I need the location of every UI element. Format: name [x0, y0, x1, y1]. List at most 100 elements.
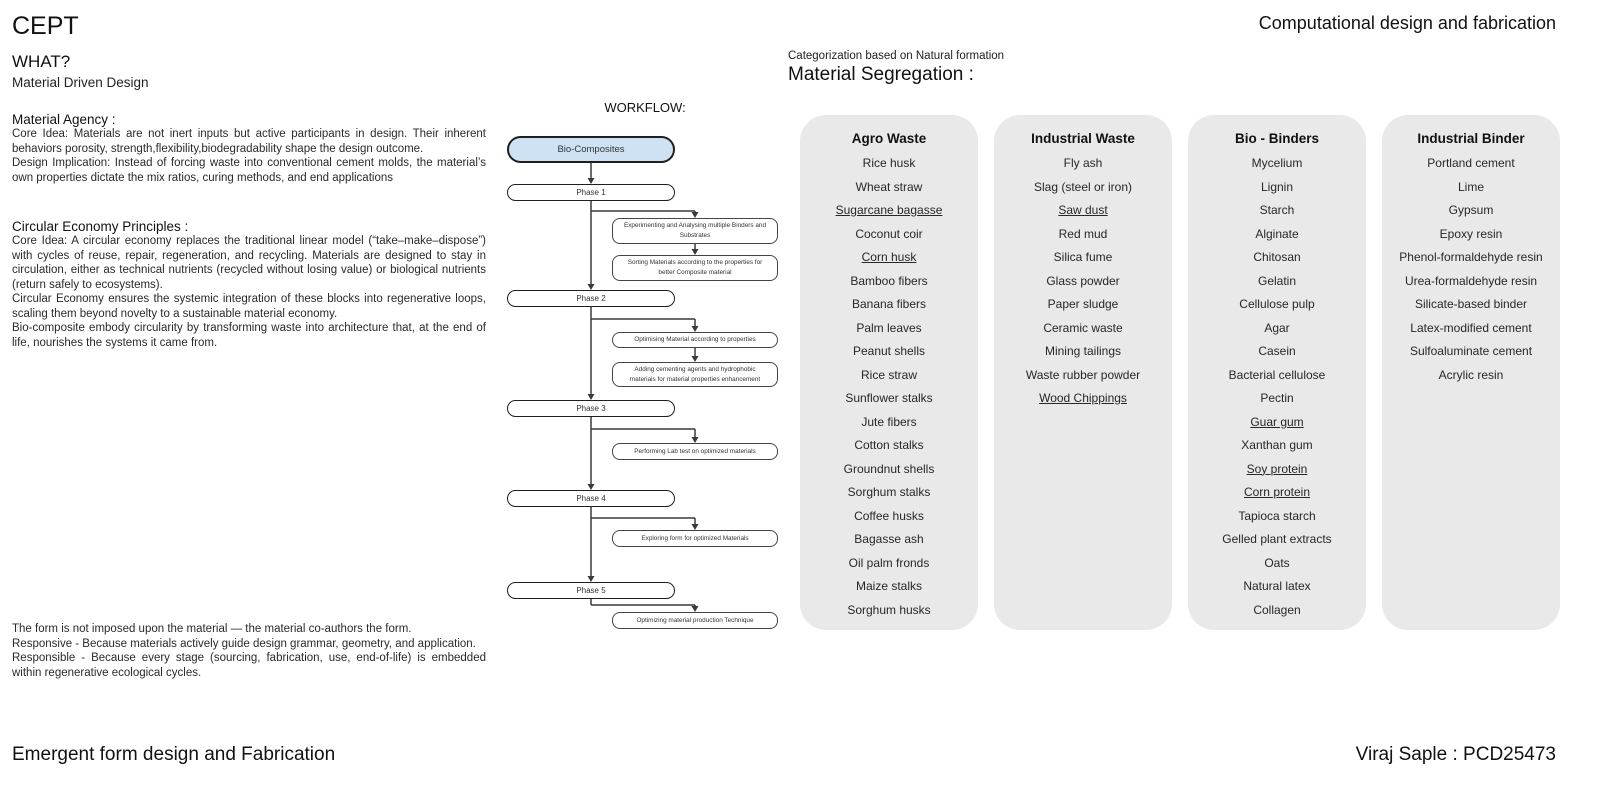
- material-item: Peanut shells: [852, 344, 926, 358]
- material-item: Bagasse ash: [854, 532, 924, 546]
- material-item: Mining tailings: [1044, 344, 1122, 358]
- material-item: Sunflower stalks: [845, 391, 933, 405]
- form-paragraph-1: The form is not imposed upon the materia…: [12, 623, 412, 635]
- panel-title: Industrial Binder: [1417, 131, 1525, 146]
- material-item: Xanthan gum: [1241, 438, 1313, 452]
- workflow-step-production-technique: Optimizing material production Technique: [612, 612, 778, 629]
- material-item: Casein: [1258, 344, 1296, 358]
- workflow-step-experimenting: Experimenting and Analysing multiple Bin…: [612, 218, 778, 244]
- material-item: Groundnut shells: [843, 461, 935, 476]
- panel-title: Industrial Waste: [1031, 131, 1135, 146]
- brand-logo-text: CEPT: [12, 12, 79, 40]
- material-item: Paper sludge: [1047, 297, 1119, 311]
- material-item: Alginate: [1255, 226, 1299, 241]
- workflow-connectors: [587, 163, 699, 612]
- material-item: Corn husk: [861, 250, 917, 264]
- material-item: Urea-formaldehyde resin: [1404, 273, 1538, 288]
- material-item: Silicate-based binder: [1414, 297, 1528, 311]
- material-item: Bamboo fibers: [850, 273, 928, 288]
- circular-economy-core-paragraph: Core Idea: A circular economy replaces t…: [12, 235, 486, 291]
- workflow-step-optimising: Optimising Material according to propert…: [612, 332, 778, 348]
- material-item: Sugarcane bagasse: [835, 203, 943, 217]
- material-agency-heading: Material Agency :: [12, 112, 116, 127]
- workflow-step-adding-agents: Adding cementing agents and hydrophobic …: [612, 362, 778, 387]
- material-item: Saw dust: [1058, 203, 1108, 217]
- material-item: Agar: [1264, 320, 1290, 335]
- workflow-step-sorting: Sorting Materials according to the prope…: [612, 255, 778, 281]
- material-item: Acrylic resin: [1438, 367, 1504, 382]
- material-item: Cellulose pulp: [1239, 297, 1315, 311]
- material-item: Wheat straw: [855, 179, 923, 194]
- segregation-heading: Material Segregation :: [788, 64, 974, 85]
- material-item: Silica fume: [1053, 250, 1113, 264]
- material-item: Oil palm fronds: [848, 555, 930, 570]
- form-paragraph-3: Responsible - Because every stage (sourc…: [12, 652, 486, 679]
- circular-economy-paragraph-2: Circular Economy ensures the systemic in…: [12, 293, 486, 320]
- material-item: Phenol-formaldehyde resin: [1399, 250, 1543, 264]
- material-item: Gelled plant extracts: [1222, 532, 1332, 546]
- material-item: Latex-modified cement: [1410, 320, 1532, 335]
- material-item: Jute fibers: [861, 414, 917, 429]
- material-item: Chitosan: [1253, 250, 1301, 264]
- workflow-node-phase-3: Phase 3: [507, 400, 675, 417]
- workflow-diagram: WORKFLOW:: [480, 100, 790, 660]
- material-item: Sorghum husks: [847, 602, 931, 617]
- subtitle: Material Driven Design: [12, 75, 149, 90]
- material-item: Starch: [1259, 203, 1295, 217]
- material-item: Lignin: [1260, 179, 1294, 194]
- material-item: Maize stalks: [855, 579, 923, 593]
- material-item: Portland cement: [1427, 156, 1515, 170]
- material-item: Tapioca starch: [1238, 508, 1316, 523]
- what-heading: WHAT?: [12, 52, 71, 71]
- workflow-step-lab-test: Performing Lab test on optimized materia…: [612, 443, 778, 460]
- course-title: Computational design and fabrication: [1258, 13, 1556, 33]
- segregation-kicker: Categorization based on Natural formatio…: [788, 50, 1005, 62]
- material-item: Glass powder: [1046, 273, 1120, 288]
- workflow-node-phase-4: Phase 4: [507, 490, 675, 507]
- material-item: Natural latex: [1243, 579, 1311, 593]
- material-item: Guar gum: [1250, 414, 1304, 429]
- material-item: Sorghum stalks: [847, 485, 931, 499]
- material-item: Corn protein: [1243, 485, 1311, 499]
- material-item: Collagen: [1253, 602, 1301, 617]
- material-item: Sulfoaluminate cement: [1409, 344, 1533, 358]
- material-item: Epoxy resin: [1439, 226, 1503, 241]
- workflow-step-exploring-form: Exploring form for optimized Materials: [612, 530, 778, 547]
- material-item: Rice straw: [860, 367, 917, 382]
- material-item: Lime: [1457, 179, 1484, 194]
- material-item: Banana fibers: [851, 297, 927, 311]
- material-item: Mycelium: [1251, 156, 1303, 170]
- workflow-node-phase-2: Phase 2: [507, 290, 675, 307]
- material-item: Soy protein: [1246, 461, 1308, 476]
- design-implication-paragraph: Design Implication: Instead of forcing w…: [12, 157, 486, 184]
- workflow-heading: WORKFLOW:: [604, 100, 686, 115]
- circular-economy-heading: Circular Economy Principles :: [12, 219, 189, 234]
- material-item: Coconut coir: [855, 226, 923, 241]
- material-item: Gelatin: [1257, 273, 1297, 288]
- material-item: Palm leaves: [856, 320, 922, 335]
- material-item: Slag (steel or iron): [1033, 179, 1133, 194]
- workflow-node-phase-1: Phase 1: [507, 184, 675, 201]
- material-item: Red mud: [1058, 226, 1108, 241]
- material-item: Wood Chippings: [1039, 391, 1127, 405]
- material-item: Bacterial cellulose: [1228, 367, 1326, 382]
- material-item: Ceramic waste: [1043, 320, 1123, 335]
- footer-title: Emergent form design and Fabrication: [12, 744, 336, 765]
- workflow-node-phase-5: Phase 5: [507, 582, 675, 599]
- material-agency-core-paragraph: Core Idea: Materials are not inert input…: [12, 128, 486, 155]
- material-item: Fly ash: [1063, 156, 1103, 170]
- workflow-node-bio-composites: Bio-Composites: [507, 136, 675, 163]
- material-item: Oats: [1264, 555, 1290, 570]
- author-id: Viraj Saple : PCD25473: [1355, 744, 1556, 765]
- form-paragraph-2: Responsive - Because materials actively …: [12, 637, 476, 650]
- intro-column: WHAT? Material Driven Design Material Ag…: [12, 52, 486, 350]
- panel-title: Agro Waste: [851, 131, 927, 146]
